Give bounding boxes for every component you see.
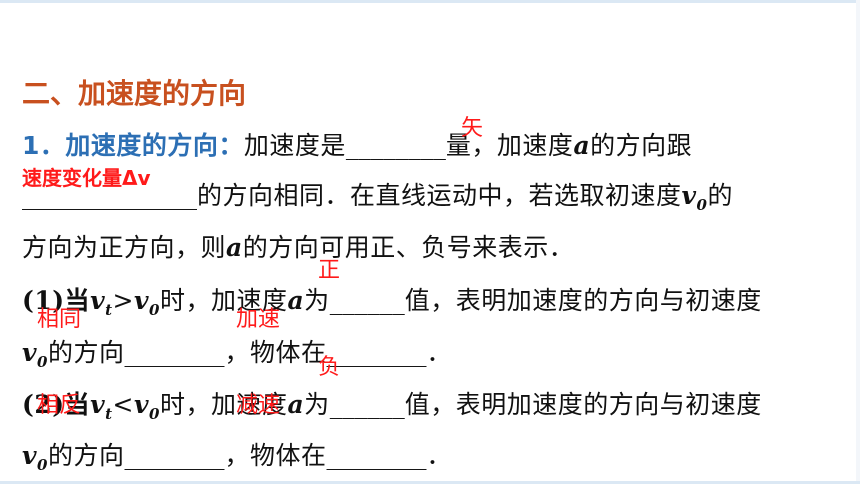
subscript: 0 xyxy=(149,301,160,319)
blank: ________ xyxy=(326,338,427,367)
text: 为 xyxy=(304,286,330,315)
symbol-a: a xyxy=(573,131,591,160)
answer-decelerate: 减速 xyxy=(236,393,281,418)
subscript: 0 xyxy=(37,456,48,474)
symbol-a: a xyxy=(226,233,243,262)
text: 的方向 xyxy=(47,441,125,470)
symbol-v0: v xyxy=(133,286,150,315)
subscript: 0 xyxy=(696,196,708,214)
text: 值，表明加速度的方向与初速度 xyxy=(404,286,762,315)
symbol-v0: v xyxy=(133,390,150,419)
text: 量，加速度 xyxy=(445,131,574,160)
text: 的方向可用正、负号来表示． xyxy=(242,233,575,262)
blank: ________ xyxy=(124,441,225,470)
answer-same: 相同 xyxy=(37,307,82,332)
symbol-vt: v xyxy=(90,286,106,315)
symbol-a: a xyxy=(287,390,305,419)
blank: ________ xyxy=(124,338,225,367)
symbol-v0: v xyxy=(22,441,38,470)
text: 的方向跟 xyxy=(590,131,693,160)
text: 的方向相同．在直线运动中，若选取初速度 xyxy=(197,181,682,210)
item-number: (2)当 xyxy=(22,390,91,419)
subscript: 0 xyxy=(37,353,48,371)
text: 时，加速度 xyxy=(159,390,288,419)
symbol-vt: v xyxy=(90,390,106,419)
text: 方向为正方向，则 xyxy=(22,233,227,262)
bottom-stripe xyxy=(0,481,860,484)
blank: ______ xyxy=(329,286,405,315)
answer-velocity-change: 速度变化量Δv xyxy=(22,166,151,190)
right-edge xyxy=(856,0,860,484)
answer-vector: 矢 xyxy=(461,116,484,141)
paragraph-line-3: 方向为正方向，则a的方向可用正、负号来表示． xyxy=(22,233,574,263)
top-stripe xyxy=(0,0,860,3)
answer-positive: 正 xyxy=(318,258,341,283)
answer-accelerate: 加速 xyxy=(236,307,281,332)
text: 的 xyxy=(707,181,733,210)
answer-opposite: 相反 xyxy=(37,393,82,418)
text: 加速度是 xyxy=(243,131,346,160)
answer-negative: 负 xyxy=(318,355,341,380)
operator: < xyxy=(112,390,134,419)
paragraph-line-5: v0的方向________，物体在________． xyxy=(22,338,452,377)
text: ，物体在 xyxy=(224,441,327,470)
symbol-v0: v xyxy=(22,338,38,367)
blank: ______ xyxy=(329,390,405,419)
paragraph-line-2: ______________的方向相同．在直线运动中，若选取初速度v0的 xyxy=(22,181,733,220)
subscript: t xyxy=(105,301,113,319)
blank: ______________ xyxy=(22,181,197,210)
text: ． xyxy=(426,441,453,470)
paragraph-line-1: 1．加速度的方向：加速度是________量，加速度a的方向跟 xyxy=(22,131,692,161)
symbol-v0: v xyxy=(681,181,697,210)
text: 的方向 xyxy=(47,338,125,367)
text: ． xyxy=(426,338,453,367)
text: ，物体在 xyxy=(224,338,327,367)
blank: ________ xyxy=(326,441,427,470)
symbol-a: a xyxy=(287,286,305,315)
text: 值，表明加速度的方向与初速度 xyxy=(404,390,762,419)
section-heading: 二、加速度的方向 xyxy=(22,77,247,110)
blank: ________ xyxy=(345,131,446,160)
text: 时，加速度 xyxy=(159,286,288,315)
text: 为 xyxy=(304,390,330,419)
paragraph-line-7: v0的方向________，物体在________． xyxy=(22,441,452,480)
operator: > xyxy=(112,286,134,315)
paragraph-line-4: (1)当vt>v0时，加速度a为______值，表明加速度的方向与初速度 xyxy=(22,286,762,325)
subscript: 0 xyxy=(149,405,160,423)
paragraph-line-6: (2)当vt<v0时，加速度a为______值，表明加速度的方向与初速度 xyxy=(22,390,762,429)
subscript: t xyxy=(105,405,113,423)
item-label: 1．加速度的方向： xyxy=(22,131,244,160)
item-number: (1)当 xyxy=(22,286,91,315)
